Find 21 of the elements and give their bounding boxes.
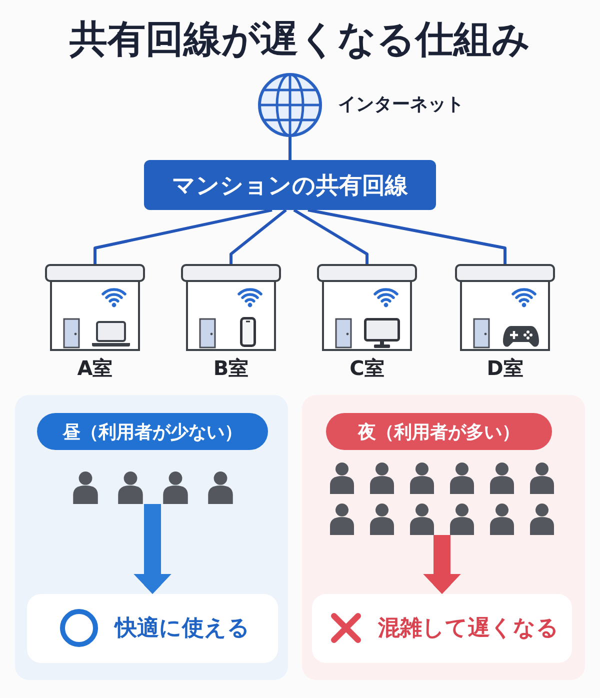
connector-line [308,208,506,264]
room-label: B室 [213,356,249,380]
internet-label: インターネット [338,94,464,116]
connector-line [288,137,292,160]
block-arrow [423,535,461,594]
result-text: 快適に使える [115,614,250,642]
room-label: C室 [350,356,384,380]
title: 共有回線が遅くなる仕組み [70,16,530,63]
result-text: 混雑して遅くなる [378,614,559,642]
connector-line [293,208,368,264]
comparison-panel [15,395,288,680]
period-pill: 昼（利用者が少ない） [37,413,268,450]
connector-line [230,208,287,264]
period-pill: 夜（利用者が多い） [326,413,552,450]
block-arrow [134,504,172,594]
comparison-panel [302,395,585,680]
room-label: D室 [486,356,524,380]
room-label: A室 [77,356,113,380]
connector-line [94,208,272,264]
result-card [27,594,278,663]
result-card [312,594,572,663]
